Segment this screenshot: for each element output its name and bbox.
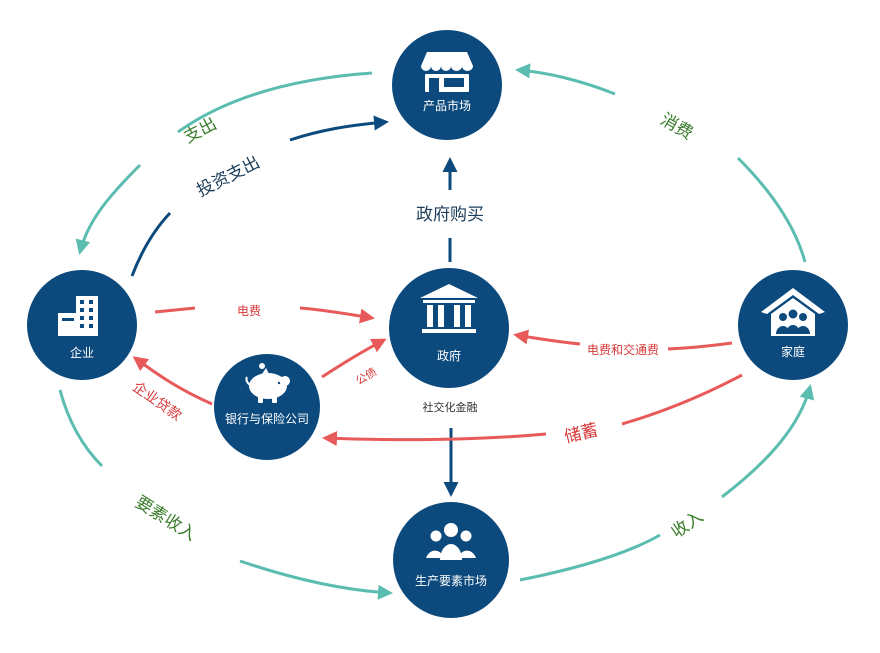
- product-market-label: 产品市场: [423, 98, 471, 113]
- arrow-enterprise-loan: [132, 356, 213, 406]
- label-income: 收入: [668, 507, 707, 543]
- government-label: 政府: [437, 348, 461, 363]
- node-factor-market: 生产要素市场: [393, 502, 509, 618]
- label-electricity-fee: 电费: [237, 304, 261, 318]
- label-public-bond: 公债: [353, 364, 379, 387]
- arrow-utility-fee-right: [667, 341, 733, 351]
- arrow-investment-lower: [130, 211, 172, 277]
- arrow-income: [721, 384, 815, 499]
- arrow-savings-right: [621, 373, 743, 426]
- node-enterprise: 企业: [27, 270, 137, 380]
- people-group-icon: [426, 523, 476, 560]
- label-government-purchase: 政府购买: [416, 205, 484, 225]
- piggy-bank-icon: [245, 363, 290, 403]
- label-expenditure: 支出: [181, 114, 220, 148]
- label-factor-income: 要素收入: [131, 492, 199, 545]
- label-social-finance: 社交化金融: [423, 400, 478, 414]
- office-building-icon: [58, 296, 98, 336]
- arrow-consumption-lower: [736, 156, 807, 263]
- label-consumption: 消费: [657, 110, 696, 144]
- node-product-market: 产品市场: [392, 30, 502, 140]
- label-savings: 储蓄: [562, 420, 600, 448]
- node-government: 政府: [389, 268, 509, 388]
- label-investment-expenditure: 投资支出: [194, 153, 264, 202]
- node-household: 家庭: [738, 270, 848, 380]
- arrow-utility-fee: [513, 329, 581, 346]
- government-building-icon: [420, 284, 478, 333]
- arrow-public-bond: [321, 338, 387, 379]
- arrow-factor-income: [239, 559, 393, 600]
- arrow-expenditure-down: [75, 163, 142, 255]
- arrow-electricity-fee: [299, 306, 375, 324]
- arrow-consumption: [515, 63, 616, 96]
- arrow-investment-upper: [289, 115, 389, 142]
- arrow-income-bottom: [519, 533, 661, 582]
- storefront-icon: [421, 52, 473, 92]
- factor-market-label: 生产要素市场: [415, 573, 487, 588]
- node-bank: 银行与保险公司: [214, 354, 320, 460]
- arrow-electricity-fee-left: [154, 306, 196, 314]
- arrow-factor-income-top: [58, 389, 104, 468]
- enterprise-label: 企业: [70, 345, 94, 360]
- house-family-icon: [761, 288, 825, 336]
- bank-label: 银行与保险公司: [225, 411, 309, 426]
- arrow-expenditure: [177, 71, 373, 134]
- label-utility-transport-fee: 电费和交通费: [587, 342, 659, 357]
- arrow-savings: [322, 430, 547, 446]
- household-label: 家庭: [781, 344, 805, 359]
